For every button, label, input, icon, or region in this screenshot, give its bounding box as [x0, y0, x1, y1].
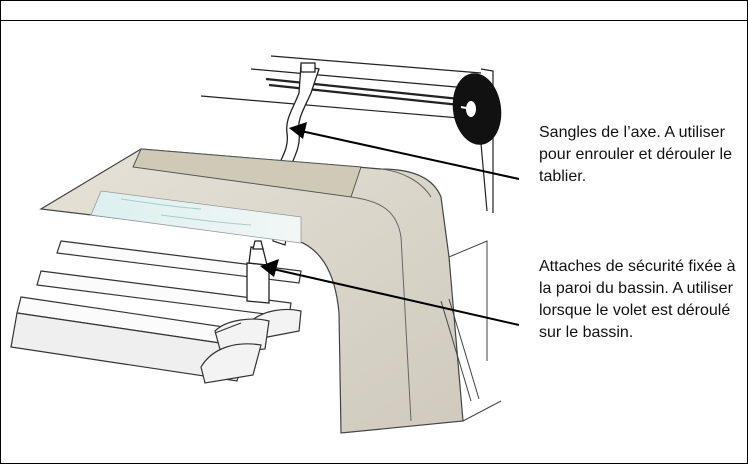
axle-straps-callout: Sangles de l’axe. A utiliser pour enroul…	[539, 124, 733, 185]
side-rail	[440, 298, 480, 402]
pool-cover-illustration	[10, 55, 520, 434]
slat-end-caps	[200, 308, 302, 384]
callout-arrow-axle	[289, 122, 520, 180]
safety-strap	[246, 240, 270, 304]
callout-arrow-safety	[260, 259, 520, 326]
pool-water	[90, 190, 302, 244]
top-border-band	[1, 1, 747, 21]
cover-slats	[10, 240, 302, 382]
safety-fasteners-callout: Attaches de sécurité fixée à la paroi du…	[539, 258, 736, 341]
roller-end-disc	[452, 73, 502, 145]
